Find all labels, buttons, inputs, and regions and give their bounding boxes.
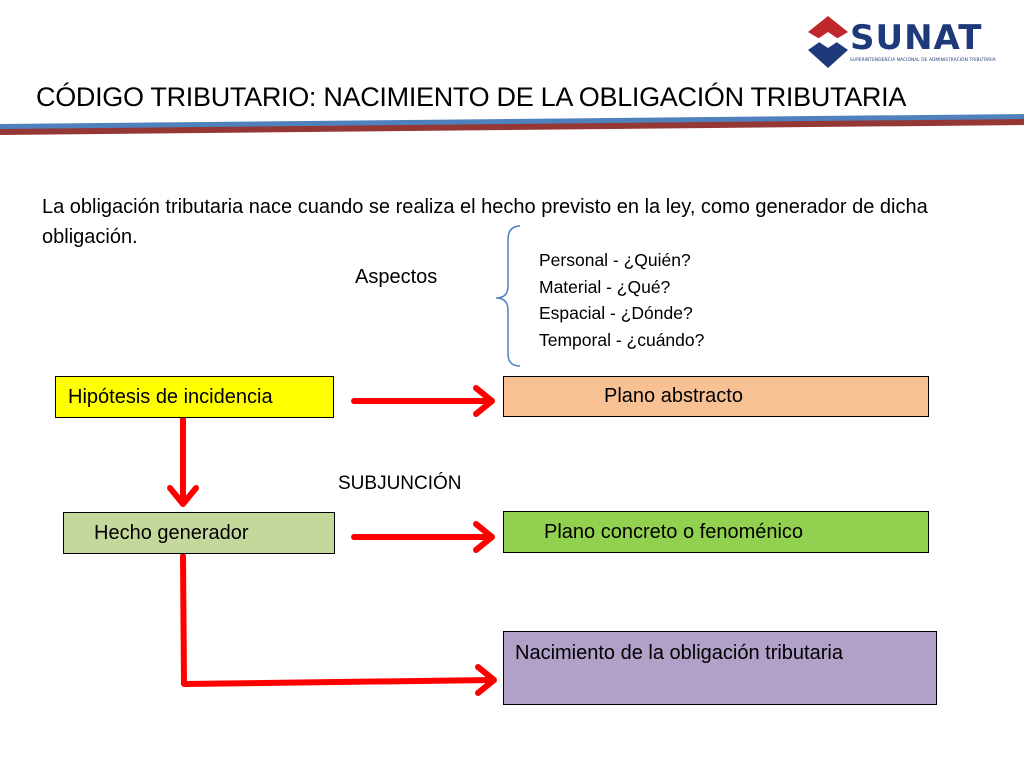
arrowhead-abstracto — [473, 385, 495, 417]
arrowhead-hecho — [167, 485, 199, 507]
slide-title: CÓDIGO TRIBUTARIO: NACIMIENTO DE LA OBLI… — [36, 82, 907, 112]
sunat-emblem-icon — [808, 16, 848, 68]
aspectos-brace — [495, 225, 521, 367]
plano-abstracto-label: Plano abstracto — [604, 385, 743, 407]
aspectos-label: Aspectos — [355, 266, 438, 288]
hipotesis-label: Hipótesis de incidencia — [68, 385, 273, 408]
aspecto-temporal: Temporal - ¿cuándo? — [539, 329, 705, 350]
subjuncion-label: SUBJUNCIÓN — [338, 473, 462, 494]
nacimiento-box: Nacimiento de la obligación tributaria — [503, 631, 937, 705]
plano-concreto-label: Plano concreto o fenoménico — [544, 520, 804, 543]
hipotesis-box: Hipótesis de incidencia — [55, 376, 334, 418]
sunat-logo: SUNAT SUPERINTENDENCIA NACIONAL DE ADMIN… — [806, 14, 1002, 70]
logo-wordmark: SUNAT — [850, 18, 983, 58]
logo-tagline: SUPERINTENDENCIA NACIONAL DE ADMINISTRAC… — [850, 58, 996, 63]
arrowhead-concreto — [473, 521, 495, 553]
aspecto-material: Material - ¿Qué? — [539, 276, 671, 297]
plano-concreto-box: Plano concreto o fenoménico — [503, 511, 929, 553]
nacimiento-label: Nacimiento de la obligación tributaria — [515, 642, 843, 664]
intro-paragraph: La obligación tributaria nace cuando se … — [42, 196, 928, 248]
hecho-generador-box: Hecho generador — [63, 512, 335, 554]
hecho-generador-label: Hecho generador — [94, 521, 249, 544]
aspecto-espacial: Espacial - ¿Dónde? — [539, 303, 693, 323]
aspecto-personal: Personal - ¿Quién? — [539, 250, 691, 270]
arrow-hecho-nacimiento — [180, 553, 495, 687]
aspectos-list: Personal - ¿Quién? Material - ¿Qué? Espa… — [539, 247, 704, 353]
plano-abstracto-box: Plano abstracto — [503, 376, 929, 417]
arrowhead-nacimiento — [475, 664, 497, 696]
